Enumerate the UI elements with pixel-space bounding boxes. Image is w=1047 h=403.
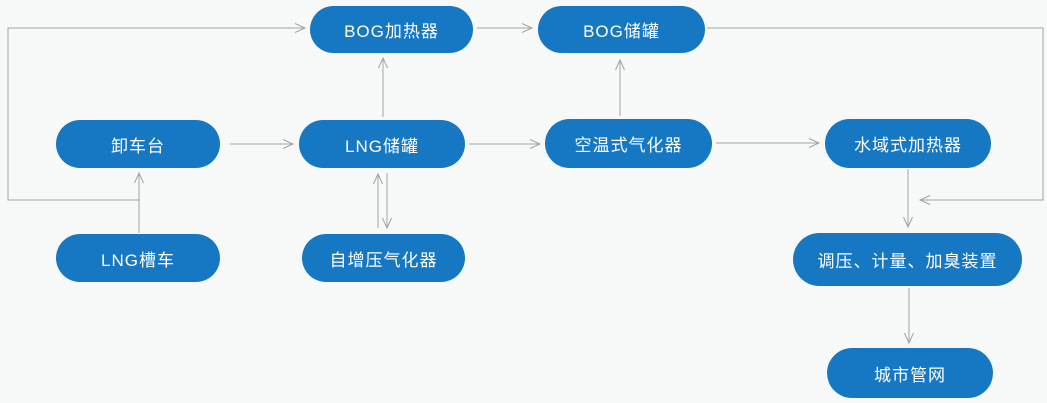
node-lng-tanker: LNG槽车: [56, 234, 220, 282]
node-label: 自增压气化器: [329, 250, 438, 270]
node-label: BOG加热器: [344, 22, 439, 41]
node-self-pressurizing-vaporizer: 自增压气化器: [302, 234, 465, 282]
node-unloading-platform: 卸车台: [56, 120, 220, 168]
node-lng-tank: LNG储罐: [299, 120, 465, 168]
node-city-pipeline: 城市管网: [827, 348, 993, 398]
node-label: 卸车台: [111, 136, 165, 156]
node-label: LNG槽车: [101, 250, 175, 270]
node-label: 空温式气化器: [574, 136, 683, 155]
node-bog-tank: BOG储罐: [538, 6, 705, 53]
node-label: 水域式加热器: [854, 136, 962, 155]
node-label: 城市管网: [874, 365, 946, 385]
node-label: LNG储罐: [345, 136, 419, 156]
node-bog-heater: BOG加热器: [310, 6, 473, 53]
edge-unloading-platform-to-bog-heater: [7, 23, 307, 201]
node-label: 调压、计量、加臭装置: [817, 252, 998, 271]
node-label: BOG储罐: [583, 22, 660, 41]
edge-bog-tank-to-regulating-metering-odorizing: [707, 27, 1044, 205]
node-regulating-metering-odorizing: 调压、计量、加臭装置: [793, 233, 1022, 286]
node-ambient-vaporizer: 空温式气化器: [545, 119, 712, 168]
node-water-bath-heater: 水域式加热器: [825, 119, 991, 168]
